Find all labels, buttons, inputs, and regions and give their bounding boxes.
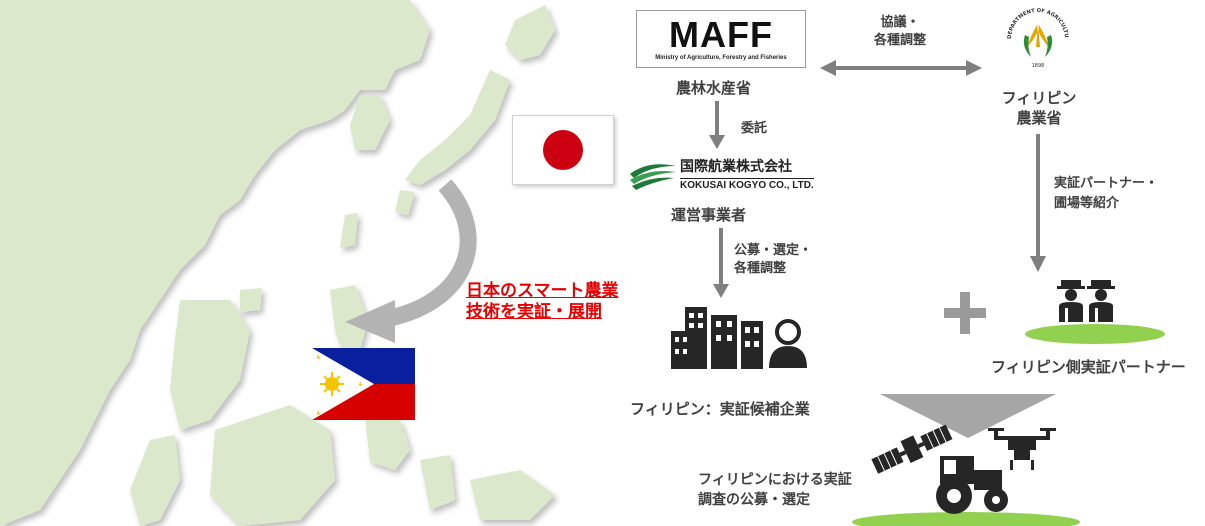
map-caption: 日本のスマート農業 技術を実証・展開: [466, 281, 619, 322]
partners-label: フィリピン側実証パートナー: [991, 358, 1186, 376]
commission-label: 委託: [741, 121, 768, 136]
recruit-arrow: [713, 228, 729, 298]
buildings-icon: [671, 307, 763, 369]
da-label: フィリピン 農業省: [1001, 89, 1077, 127]
recruit-label: 公募・選定・ 各種調整: [734, 243, 813, 276]
kokusai-swoosh-icon: [630, 164, 676, 190]
consultation-double-arrow: [820, 60, 982, 76]
commission-arrow: [709, 101, 725, 149]
kokusai-label: 運営事業者: [671, 206, 747, 224]
japan-flag: [512, 115, 614, 185]
asia-map: [0, 0, 555, 526]
svg-text:1898: 1898: [1032, 63, 1045, 69]
maff-label: 農林水産省: [676, 79, 752, 97]
partner-intro-label: 実証パートナー・ 圃場等紹介: [1054, 176, 1159, 211]
farmers-icon: [1025, 280, 1165, 344]
philippines-flag: [312, 348, 415, 420]
kokusai-name-jp: 国際航業株式会社: [680, 159, 792, 175]
merge-arrow: [880, 394, 1056, 438]
person-icon: [769, 319, 807, 368]
smart-agriculture-icon: [852, 424, 1080, 526]
kokusai-name-en: KOKUSAI KOGYO CO., LTD.: [680, 178, 814, 191]
candidates-label: フィリピン：実証候補企業: [630, 400, 810, 418]
maff-logo: MAFF Ministry of Agriculture, Forestry a…: [636, 10, 806, 68]
department-of-agriculture-seal: DEPARTMENT OF AGRICULTURE 1898: [1003, 3, 1069, 69]
result-label: フィリピンにおける実証 調査の公募・選定: [698, 472, 852, 508]
partner-intro-arrow: [1030, 134, 1046, 272]
plus-icon: [944, 292, 986, 334]
consult-label: 協議・ 各種調整: [873, 15, 926, 48]
